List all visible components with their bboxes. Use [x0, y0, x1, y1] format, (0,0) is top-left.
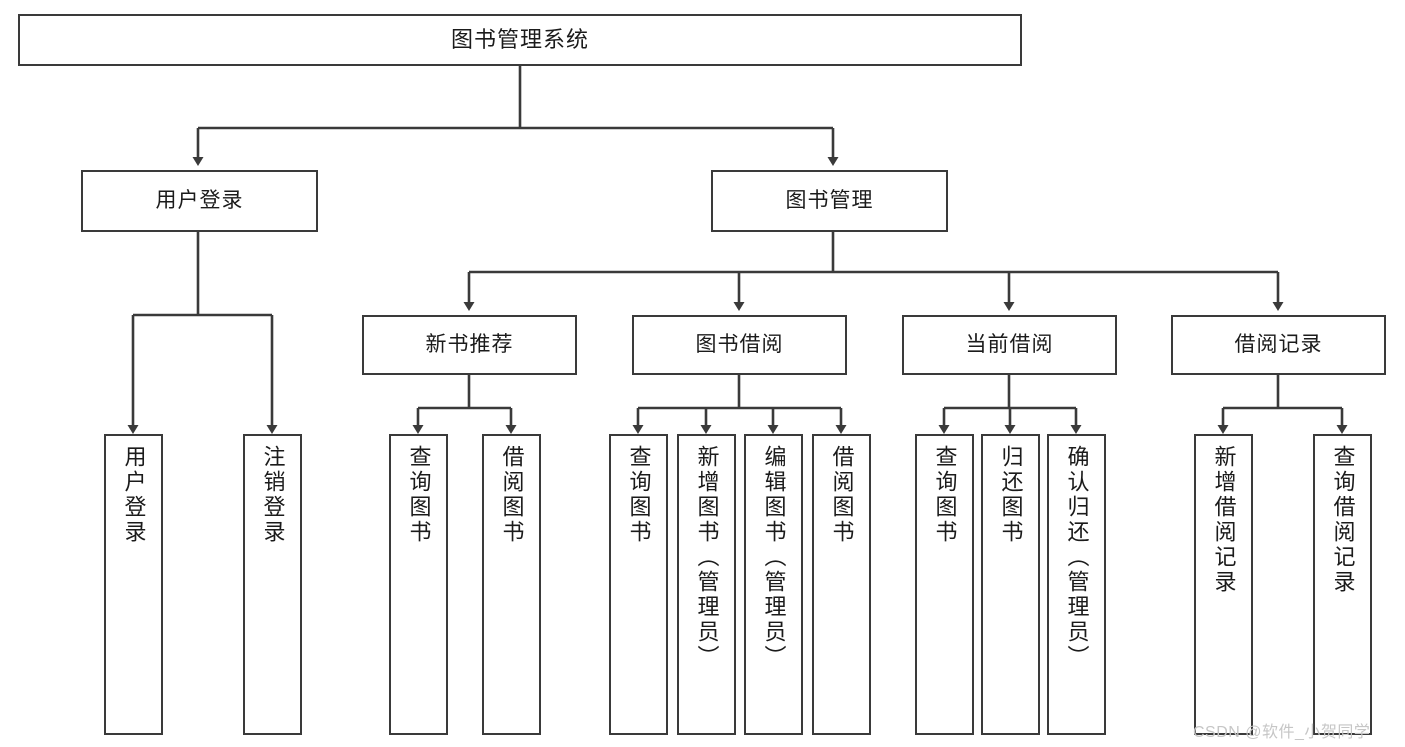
node-leaf-newbook-query[interactable]: 查询图书 [389, 434, 448, 735]
node-book-management-label: 图书管理 [785, 188, 874, 212]
node-leaf-borrow-borrow[interactable]: 借阅图书 [812, 434, 871, 735]
node-leaf-borrow-edit[interactable]: 编辑图书（管理员） [744, 434, 803, 735]
node-leaf-newbook-borrow-label: 借阅图书 [499, 445, 525, 545]
node-leaf-borrow-query-label: 查询图书 [626, 445, 652, 545]
node-leaf-user-login-label: 用户登录 [121, 445, 147, 545]
node-leaf-record-query-label: 查询借阅记录 [1330, 445, 1356, 595]
node-book-management[interactable]: 图书管理 [711, 170, 948, 232]
node-leaf-borrow-add-label: 新增图书（管理员） [694, 445, 720, 670]
node-borrow-record[interactable]: 借阅记录 [1171, 315, 1386, 375]
csdn-watermark: CSDN @软件_小贺同学 [1193, 724, 1371, 741]
node-new-book-recommend-label: 新书推荐 [425, 332, 514, 356]
node-leaf-borrow-borrow-label: 借阅图书 [829, 445, 855, 545]
node-leaf-user-login[interactable]: 用户登录 [104, 434, 163, 735]
node-root-label: 图书管理系统 [450, 27, 589, 53]
node-leaf-current-return[interactable]: 归还图书 [981, 434, 1040, 735]
node-leaf-borrow-edit-label: 编辑图书（管理员） [761, 445, 787, 670]
node-leaf-current-confirm[interactable]: 确认归还（管理员） [1047, 434, 1106, 735]
node-leaf-borrow-add[interactable]: 新增图书（管理员） [677, 434, 736, 735]
node-leaf-record-add[interactable]: 新增借阅记录 [1194, 434, 1253, 735]
node-leaf-newbook-borrow[interactable]: 借阅图书 [482, 434, 541, 735]
node-root[interactable]: 图书管理系统 [18, 14, 1022, 66]
node-user-login[interactable]: 用户登录 [81, 170, 318, 232]
node-current-borrow[interactable]: 当前借阅 [902, 315, 1117, 375]
node-user-login-label: 用户登录 [155, 188, 244, 212]
node-leaf-current-query[interactable]: 查询图书 [915, 434, 974, 735]
node-leaf-current-query-label: 查询图书 [932, 445, 958, 545]
node-leaf-user-logout-label: 注销登录 [260, 445, 286, 545]
node-current-borrow-label: 当前借阅 [965, 332, 1054, 356]
node-leaf-borrow-query[interactable]: 查询图书 [609, 434, 668, 735]
node-leaf-current-return-label: 归还图书 [998, 445, 1024, 545]
node-book-borrow-label: 图书借阅 [695, 332, 784, 356]
node-borrow-record-label: 借阅记录 [1234, 332, 1323, 356]
node-leaf-current-confirm-label: 确认归还（管理员） [1064, 445, 1090, 670]
node-leaf-newbook-query-label: 查询图书 [406, 445, 432, 545]
node-leaf-record-query[interactable]: 查询借阅记录 [1313, 434, 1372, 735]
node-leaf-record-add-label: 新增借阅记录 [1211, 445, 1237, 595]
node-book-borrow[interactable]: 图书借阅 [632, 315, 847, 375]
node-leaf-user-logout[interactable]: 注销登录 [243, 434, 302, 735]
node-new-book-recommend[interactable]: 新书推荐 [362, 315, 577, 375]
